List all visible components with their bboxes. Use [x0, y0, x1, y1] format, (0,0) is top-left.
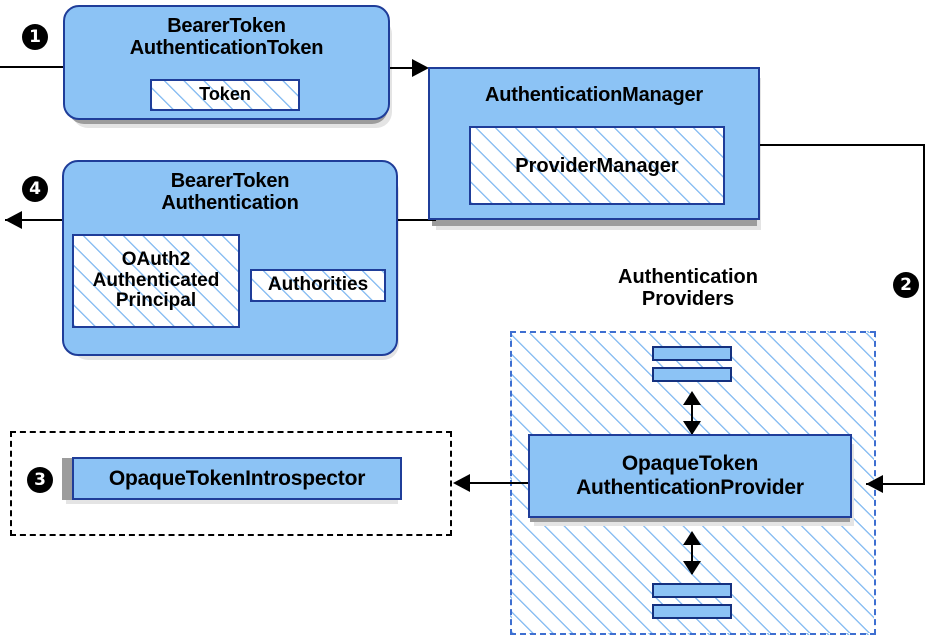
line-manager-right — [758, 144, 925, 146]
subbox-oauth2-authenticated-principal: OAuth2 Authenticated Principal — [72, 234, 240, 328]
line-authentication-out — [5, 219, 63, 221]
step-marker-3: 3 — [27, 467, 53, 493]
subbox-provider-manager: ProviderManager — [469, 126, 725, 205]
step-marker-2: 2 — [893, 272, 919, 298]
incoming-request-line — [0, 66, 110, 68]
line-provider-link-top — [691, 394, 693, 434]
opaque-token-authentication-provider-title: OpaqueToken AuthenticationProvider — [576, 452, 804, 499]
line-provider-to-introspector — [468, 482, 530, 484]
arrowhead-provider-link-bottom-down — [683, 561, 701, 575]
arrowhead-token-to-manager — [412, 59, 429, 77]
subbox-authorities: Authorities — [250, 269, 386, 302]
group-introspector — [10, 431, 452, 536]
opaque-token-introspector-title: OpaqueTokenIntrospector — [108, 466, 366, 490]
arrowhead-provider-to-introspector — [453, 474, 470, 492]
node-bearer-token-authentication-token[interactable]: BearerToken AuthenticationToken — [63, 5, 390, 120]
provider-bar-bottom-2 — [652, 604, 732, 619]
line-into-provider — [866, 483, 925, 485]
bearer-token-authentication-token-title: BearerToken AuthenticationToken — [129, 15, 324, 60]
node-opaque-token-authentication-provider[interactable]: OpaqueToken AuthenticationProvider — [528, 434, 852, 518]
step-marker-1: 1 — [22, 24, 48, 50]
subbox-token: Token — [150, 79, 300, 111]
bearer-token-authentication-title: BearerToken Authentication — [161, 170, 299, 215]
node-opaque-token-introspector[interactable]: OpaqueTokenIntrospector — [72, 457, 402, 500]
arrowhead-manager-to-provider — [866, 475, 883, 493]
arrowhead-provider-link-top-down — [683, 421, 701, 435]
provider-bar-top-1 — [652, 346, 732, 361]
arrowhead-provider-link-bottom-up — [683, 531, 701, 545]
arrowhead-provider-link-top-up — [683, 391, 701, 405]
line-provider-link-bottom — [691, 534, 693, 574]
authentication-providers-caption: Authentication Providers — [618, 266, 758, 311]
provider-bar-bottom-1 — [652, 583, 732, 598]
line-token-to-manager — [390, 67, 425, 69]
authentication-manager-title: AuthenticationManager — [484, 84, 704, 106]
step-marker-4: 4 — [22, 176, 48, 202]
provider-bar-top-2 — [652, 367, 732, 382]
line-manager-to-authentication — [392, 219, 436, 221]
arrowhead-authentication-out — [5, 211, 22, 229]
line-right-down — [923, 144, 925, 484]
